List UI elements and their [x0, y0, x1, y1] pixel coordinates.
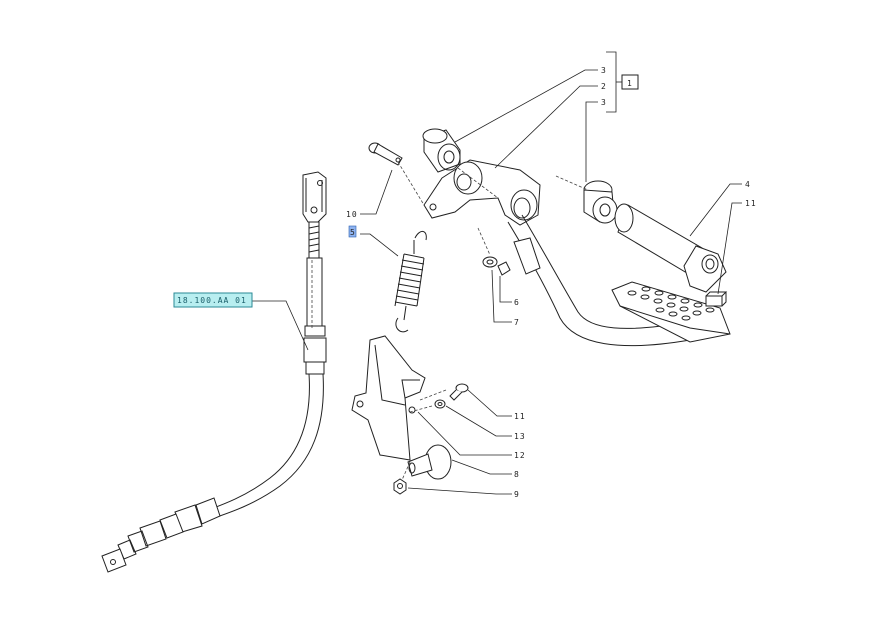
switch-bracket	[351, 335, 426, 461]
reference-link-box[interactable]	[173, 292, 253, 308]
callout-8[interactable]: 8	[514, 470, 520, 479]
pedal-lever	[423, 159, 731, 347]
callout-1-box	[621, 74, 639, 90]
nut-9	[393, 478, 407, 495]
callout-12[interactable]: 12	[514, 451, 526, 460]
callout-11-mid[interactable]: 11	[514, 412, 526, 421]
callout-5[interactable]: 5	[350, 228, 356, 237]
washer-13	[434, 399, 446, 409]
callout-11-top[interactable]: 11	[745, 199, 757, 208]
assembly-lines	[311, 161, 589, 481]
callout-5-highlight	[348, 225, 357, 238]
leader-lines	[252, 51, 742, 495]
callout-13[interactable]: 13	[514, 432, 526, 441]
return-spring	[394, 231, 427, 333]
callout-7[interactable]: 7	[514, 318, 520, 327]
clevis-pin	[368, 142, 403, 166]
reference-link-text[interactable]: 18.100.AA 01	[177, 296, 247, 305]
callout-4[interactable]: 4	[745, 180, 751, 189]
callout-10[interactable]: 10	[346, 210, 358, 219]
pedal-pad-grip-holes	[627, 286, 715, 321]
callout-6[interactable]: 6	[514, 298, 520, 307]
callout-9[interactable]: 9	[514, 490, 520, 499]
callout-1[interactable]: 1	[627, 79, 633, 88]
callout-3-top[interactable]: 3	[601, 66, 607, 75]
bushing-upper	[422, 128, 461, 173]
reference-link[interactable]: 18.100.AA 01	[173, 292, 253, 308]
bushing-lower	[583, 180, 618, 224]
brake-cable	[101, 171, 327, 573]
pivot-shaft	[614, 203, 727, 293]
callout-3-bottom[interactable]: 3	[601, 98, 607, 107]
washer-nut-6-7	[482, 256, 511, 276]
callout-labels: 3 2 3 1 4 11 10 5 6 7 11 13 12 8 9	[346, 66, 757, 499]
callout-2[interactable]: 2	[601, 82, 607, 91]
rubber-stop-8	[407, 444, 452, 480]
bolt-mid	[449, 383, 469, 401]
bolt-top-right	[705, 291, 728, 307]
